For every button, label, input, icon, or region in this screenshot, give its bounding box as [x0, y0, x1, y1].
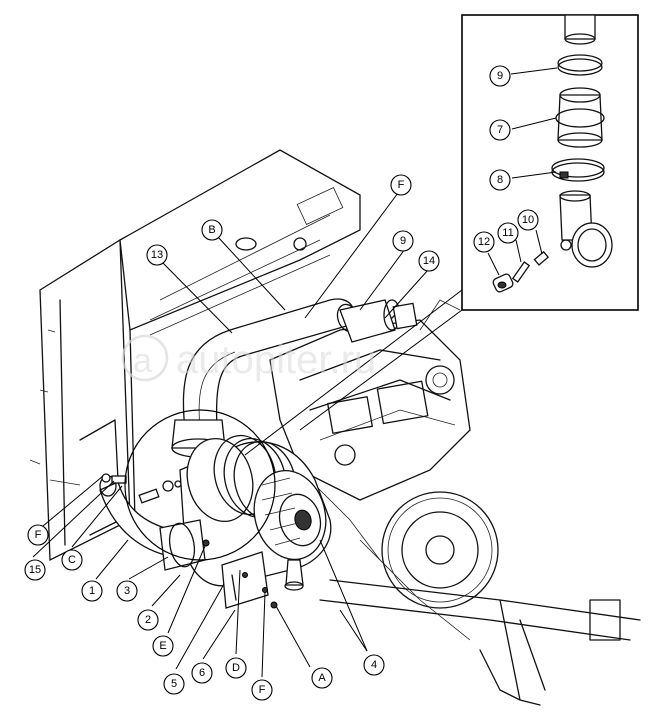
- outlet-hose: [339, 299, 418, 343]
- callout-F: F: [27, 524, 49, 546]
- callout-1: 1: [81, 580, 103, 602]
- air-cleaner: [179, 434, 332, 609]
- svg-text:5: 5: [171, 678, 177, 690]
- svg-text:3: 3: [124, 585, 130, 597]
- svg-text:9: 9: [497, 70, 503, 82]
- intake-tube: [171, 298, 360, 458]
- callout-6: 6: [191, 662, 213, 684]
- svg-text:13: 13: [151, 249, 163, 261]
- svg-text:9: 9: [400, 235, 406, 247]
- engine-block: [269, 299, 641, 706]
- svg-text:F: F: [35, 529, 42, 541]
- svg-text:14: 14: [423, 255, 435, 267]
- callout-8: 8: [489, 169, 511, 191]
- svg-text:D: D: [232, 662, 240, 674]
- svg-text:4: 4: [371, 659, 377, 671]
- svg-text:F: F: [259, 684, 266, 696]
- svg-text:6: 6: [199, 667, 205, 679]
- detail-inset: [124, 14, 639, 561]
- callout-C: C: [61, 549, 83, 571]
- callout-9-inset: 9: [489, 65, 511, 87]
- svg-text:E: E: [159, 640, 166, 652]
- callout-2: 2: [137, 609, 159, 631]
- callout-B: B: [201, 219, 223, 241]
- inlet-elbow: [99, 475, 210, 571]
- callout-E: E: [152, 635, 174, 657]
- callout-7: 7: [489, 119, 511, 141]
- svg-text:A: A: [318, 672, 326, 684]
- restriction-fitting: [101, 473, 182, 504]
- svg-text:a: a: [133, 342, 152, 380]
- callout-11: 11: [497, 222, 519, 244]
- svg-text:F: F: [398, 179, 405, 191]
- svg-text:15: 15: [29, 564, 41, 576]
- svg-text:11: 11: [502, 227, 513, 239]
- callout-F: F: [390, 174, 412, 196]
- callout-3: 3: [116, 580, 138, 602]
- callout-14: 14: [418, 250, 440, 272]
- leader-lines: [32, 67, 558, 678]
- svg-text:B: B: [208, 224, 215, 236]
- callout-5: 5: [163, 673, 185, 695]
- svg-text:7: 7: [497, 124, 503, 136]
- callout-10: 10: [517, 209, 539, 231]
- callout-4: 4: [363, 654, 385, 676]
- svg-text:10: 10: [522, 214, 534, 226]
- callout-15: 15: [24, 559, 46, 581]
- callout-12: 12: [473, 231, 495, 253]
- svg-text:2: 2: [145, 614, 151, 626]
- svg-text:12: 12: [478, 236, 490, 248]
- callout-13: 13: [146, 244, 168, 266]
- svg-text:8: 8: [497, 174, 503, 186]
- callout-A: A: [311, 667, 333, 689]
- callout-9: 9: [392, 230, 414, 252]
- svg-text:C: C: [68, 554, 76, 566]
- watermark-text: autopiter.ru: [176, 338, 376, 382]
- callout-D: D: [225, 657, 247, 679]
- callout-F: F: [251, 679, 273, 701]
- watermark: a autopiter.ru: [121, 334, 376, 382]
- svg-text:1: 1: [89, 585, 95, 597]
